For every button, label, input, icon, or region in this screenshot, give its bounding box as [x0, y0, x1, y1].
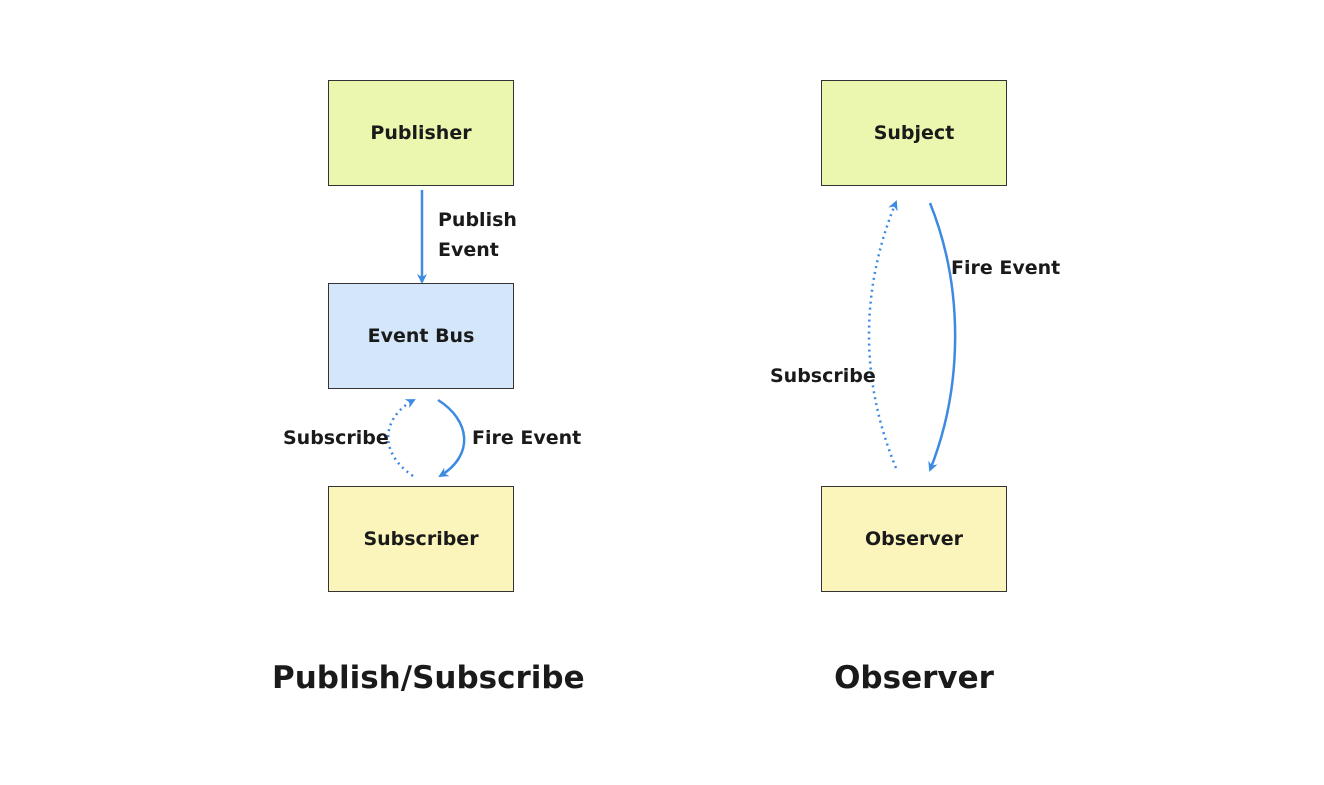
subscriber-label: Subscriber	[363, 528, 479, 550]
event-bus-label: Event Bus	[367, 325, 475, 347]
observer-subscribe-label: Subscribe	[770, 365, 876, 387]
pubsub-subscribe-label: Subscribe	[283, 427, 389, 449]
observer-fire-event-arrow	[928, 202, 957, 472]
observer-subscribe-arrow	[867, 200, 898, 469]
publisher-node: Publisher	[328, 80, 514, 186]
publish-event-label: Publish Event	[438, 205, 517, 265]
subscriber-node: Subscriber	[328, 486, 514, 592]
pubsub-fire-event-arrow	[437, 398, 466, 478]
observer-label: Observer	[865, 528, 963, 550]
publisher-label: Publisher	[370, 122, 472, 144]
observer-caption: Observer	[834, 660, 994, 696]
pubsub-caption: Publish/Subscribe	[272, 660, 585, 696]
observer-fire-event-label: Fire Event	[951, 257, 1061, 279]
subject-node: Subject	[821, 80, 1007, 186]
subject-label: Subject	[873, 122, 955, 144]
publish-event-label-line2: Event	[438, 239, 499, 261]
pubsub-subscribe-arrow	[386, 398, 416, 478]
event-bus-node: Event Bus	[328, 283, 514, 389]
publish-event-label-line1: Publish	[438, 209, 517, 231]
pubsub-fire-event-label: Fire Event	[472, 427, 582, 449]
observer-node: Observer	[821, 486, 1007, 592]
